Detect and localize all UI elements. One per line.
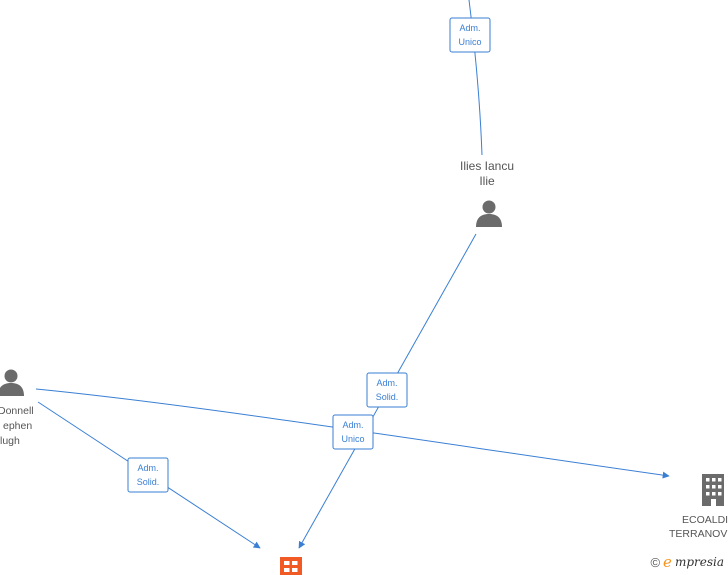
person-node-ilies[interactable]: Ilies Iancu Ilie: [460, 159, 514, 227]
relation-box-donnell-main[interactable]: Adm. Solid.: [127, 457, 169, 493]
company-name: TERRANOV: [669, 528, 727, 540]
edge-top-to-ilies: [468, 0, 483, 156]
edge-donnell-to-ecoaldi: [35, 388, 670, 479]
brand-initial: e: [663, 553, 672, 571]
relation-label: Adm.: [459, 23, 480, 33]
person-name: lugh: [0, 435, 20, 447]
relation-label: Solid.: [137, 477, 160, 487]
person-name: ephen: [3, 420, 32, 432]
brand-name: mpresia: [674, 555, 724, 569]
person-name: Donnell: [0, 405, 34, 417]
person-name: Ilie: [479, 174, 495, 188]
relation-label: Solid.: [376, 392, 399, 402]
main-company-node[interactable]: [280, 557, 302, 575]
person-node-donnell[interactable]: Donnell ephen lugh: [0, 369, 34, 448]
relation-label: Adm.: [137, 463, 158, 473]
relation-box-top[interactable]: Adm. Unico: [449, 17, 491, 53]
building-icon: [702, 474, 724, 506]
person-icon: [0, 369, 24, 396]
main-company-icon: [280, 557, 302, 575]
relation-label: Adm.: [376, 378, 397, 388]
relation-label: Unico: [458, 37, 481, 47]
copyright-symbol: ©: [650, 554, 661, 570]
person-name: Ilies Iancu: [460, 159, 514, 173]
relation-box-ilies-main[interactable]: Adm. Solid.: [366, 372, 408, 408]
relation-box-donnell-ecoaldi[interactable]: Adm. Unico: [332, 414, 374, 450]
company-name: ECOALDI: [682, 514, 728, 526]
person-icon: [476, 200, 502, 227]
company-node-ecoaldi[interactable]: ECOALDI TERRANOV: [669, 474, 728, 540]
relation-label: Unico: [341, 434, 364, 444]
relation-label: Adm.: [342, 420, 363, 430]
